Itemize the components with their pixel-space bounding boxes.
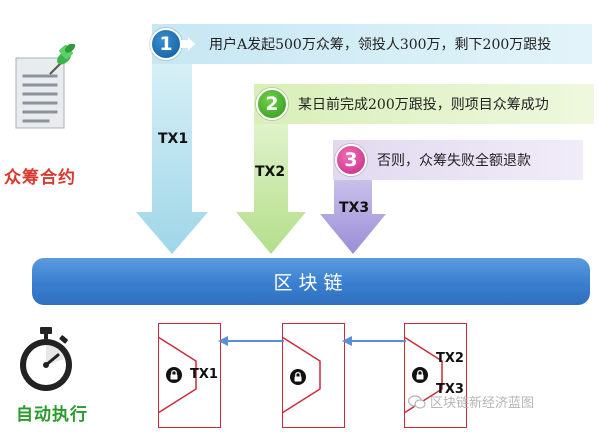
step-3-text: 否则，众筹失败全额退款 (377, 153, 531, 169)
tx1-arrow (136, 64, 208, 254)
step-1-text: 用户A发起500万众筹，领投人300万，剩下200万跟投 (209, 37, 552, 53)
wechat-icon (408, 394, 426, 409)
step-1-number: 1 (150, 28, 182, 60)
chain-link-arrow (342, 336, 406, 346)
tx1-label: TX1 (158, 131, 189, 147)
contract-label: 众筹合约 (4, 168, 76, 188)
step-1-panel: 1 用户A发起500万众筹，领投人300万，剩下200万跟投 (150, 24, 592, 64)
blockchain-label: 区块链 (273, 272, 349, 294)
lock-icon (166, 367, 182, 383)
tx3-label: TX3 (339, 200, 370, 216)
block-3-tx: TX3 (436, 382, 464, 397)
auto-exec-label: 自动执行 (16, 405, 88, 425)
blockchain-bar: 区块链 (32, 258, 590, 305)
block-3-tx: TX2 (436, 351, 464, 366)
step-2-number: 2 (256, 88, 288, 120)
block-1-tx: TX1 (190, 367, 218, 382)
watermark: 区块链新经济蓝图 (408, 392, 534, 411)
tx2-arrow (236, 124, 306, 254)
lock-icon (412, 367, 428, 383)
step-2-panel: 2 某日前完成200万跟投，则项目众筹成功 (254, 84, 594, 124)
lock-icon (290, 369, 306, 385)
step-3-panel: 3 否则，众筹失败全额退款 (333, 140, 583, 180)
chain-link-arrow (218, 336, 284, 346)
tx2-label: TX2 (255, 164, 286, 180)
step-2-text: 某日前完成200万跟投，则项目众筹成功 (298, 97, 549, 113)
arrow-right-icon (181, 37, 195, 51)
tx3-arrow (320, 180, 386, 254)
watermark-text: 区块链新经济蓝图 (430, 396, 535, 411)
block-2-notch (282, 336, 321, 414)
stopwatch-icon (20, 327, 72, 391)
step-3-number: 3 (335, 144, 367, 176)
pinned-document-icon (15, 44, 76, 129)
block-1-notch (158, 336, 197, 414)
